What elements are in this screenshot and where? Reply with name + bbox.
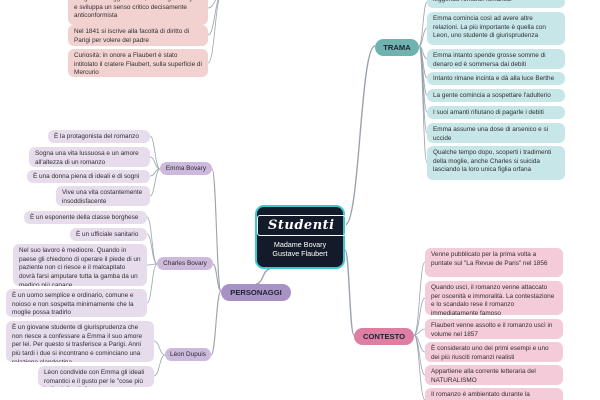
studenti-logo: Studenti (257, 215, 346, 236)
trama-note[interactable]: Emma comincia così ad avere altre relazi… (427, 12, 565, 45)
personaggi-hub[interactable]: PERSONAGGI (221, 284, 291, 301)
link-emma-note (149, 156, 161, 170)
link-personaggi-emma (211, 168, 222, 292)
link-trama-note (418, 45, 428, 164)
contesto-note[interactable]: Il romanzo è ambientato durante la "Mona… (425, 388, 563, 400)
link-author-note (207, 0, 219, 36)
charles-note[interactable]: È un uomo semplice e ordinario, comune e… (6, 289, 147, 317)
link-center-trama (344, 45, 376, 226)
contesto-note[interactable]: Quando uscì, il romanzo venne attaccato … (425, 281, 563, 315)
link-personaggi-charles (212, 263, 222, 292)
emma-note[interactable]: Vive una vita costantemente insoddisface… (56, 186, 150, 206)
central-author: Gustave Flaubert (272, 249, 328, 259)
contesto-hub[interactable]: CONTESTO (354, 328, 414, 345)
trama-hub[interactable]: TRAMA (375, 39, 419, 56)
leon-note[interactable]: Léon condivide con Emma gli ideali roman… (38, 366, 154, 387)
link-contesto-note (413, 261, 426, 336)
link-author-note (207, 0, 216, 9)
character-leon-dupuis[interactable]: Léon Dupuis (165, 348, 211, 361)
link-center-personaggi (255, 268, 271, 285)
link-contesto-note (413, 328, 426, 336)
link-charles-note (146, 263, 158, 266)
link-personaggi-leon (210, 290, 222, 356)
link-trama-note (418, 1, 428, 47)
charles-note[interactable]: Nel suo lavoro è mediocre. Quando in pae… (13, 244, 147, 286)
contesto-note[interactable]: Appartiene alla corrente letteraria del … (425, 365, 563, 385)
trama-note[interactable]: Emma assume una dose di arsenico e si uc… (427, 123, 565, 143)
trama-note[interactable]: I suoi amanti rifiutano di pagarle i deb… (427, 106, 565, 119)
trama-note[interactable]: leggendo romanzi romantici (427, 0, 565, 8)
central-topic-card[interactable]: Studenti Madame Bovary Gustave Flaubert (255, 205, 346, 269)
link-trama-note (418, 27, 428, 47)
link-charles-note (146, 233, 158, 265)
character-emma-bovary[interactable]: Emma Bovary (160, 162, 212, 175)
link-emma-note (149, 135, 161, 170)
character-charles-bovary[interactable]: Charles Bovary (157, 257, 213, 270)
contesto-note[interactable]: Venne pubblicato per la prima volta a pu… (425, 248, 563, 277)
link-emma-note (149, 168, 161, 197)
emma-note[interactable]: È la protagonista del romanzo (48, 130, 150, 143)
emma-note[interactable]: È una donna piena di ideali e di sogni (27, 170, 150, 183)
central-title: Madame Bovary (273, 240, 327, 249)
link-contesto-note (413, 334, 426, 400)
emma-note[interactable]: Sogna una vita lussuosa e un amore all'a… (29, 147, 150, 167)
link-leon-note (153, 354, 166, 377)
charles-note[interactable]: È un ufficiale sanitario (70, 228, 147, 241)
link-charles-note (146, 216, 158, 265)
leon-note[interactable]: È un giovane studente di giurisprudenza … (6, 321, 154, 362)
link-leon-note (153, 340, 166, 356)
author-note[interactable]: Da giovane legge Balzac, Montaigne e Byr… (68, 0, 208, 25)
link-center-contesto (344, 249, 355, 336)
link-trama-note (418, 45, 428, 134)
contesto-note[interactable]: È considerato uno dei primi esempi e uno… (425, 342, 563, 362)
trama-note[interactable]: Qualche tempo dopo, scoperti i tradiment… (427, 146, 565, 180)
charles-note[interactable]: È un esponente della classe borghese (24, 211, 147, 224)
author-note[interactable]: Curiosità: in onore a Flaubert è stato i… (68, 49, 208, 77)
link-charles-note (146, 263, 158, 304)
link-author-note (207, 0, 220, 64)
trama-note[interactable]: La gente comincia a sospettare l'adulter… (427, 89, 565, 102)
author-note[interactable]: Nel 1841 si iscrive alla facoltà di diri… (68, 25, 208, 46)
contesto-note[interactable]: Flaubert venne assolto e il romanzo uscì… (425, 319, 563, 339)
trama-note[interactable]: Emma intanto spende grosse somme di dena… (427, 49, 565, 69)
link-contesto-note (413, 297, 426, 336)
trama-note[interactable]: Intanto rimane incinta e dà alla luce Be… (427, 72, 565, 85)
